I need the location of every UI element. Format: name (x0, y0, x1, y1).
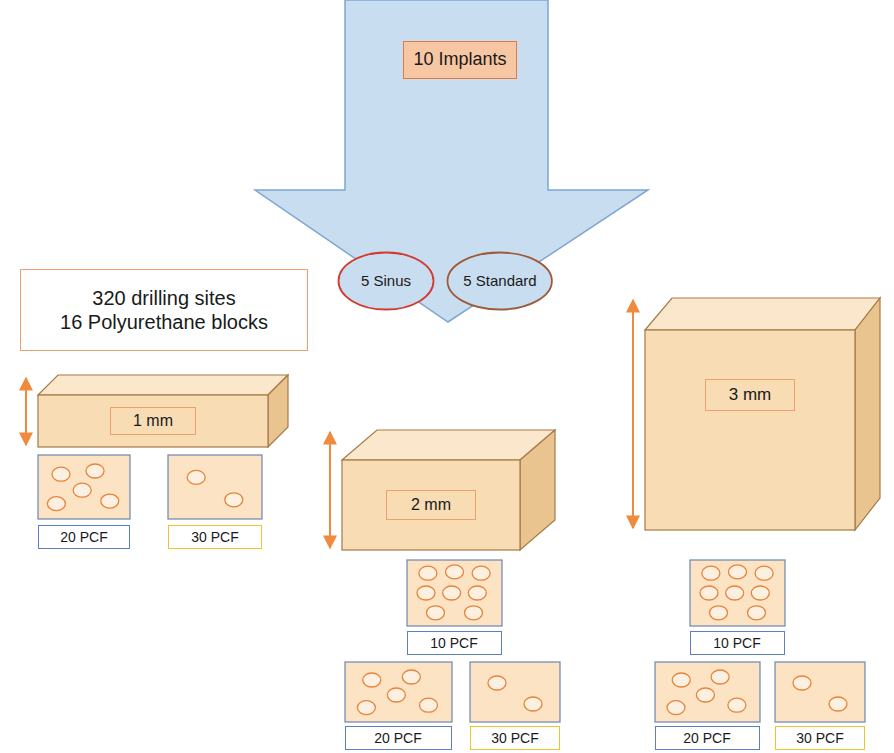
drill-hole (696, 688, 714, 702)
node-label: 2 mm (411, 495, 451, 514)
density-label: 20 PCF (655, 726, 760, 751)
density-label: 30 PCF (470, 726, 560, 751)
info-box: 320 drilling sites16 Polyurethane blocks (20, 269, 308, 351)
density-label: 10 PCF (690, 631, 785, 656)
drill-hole (417, 586, 435, 600)
drill-hole (427, 606, 445, 620)
drill-hole (187, 470, 205, 484)
block-3mm (645, 298, 880, 530)
sample-square (775, 662, 865, 722)
node-label: 20 PCF (683, 730, 730, 747)
dimension-arrow (25, 378, 27, 445)
drill-hole (751, 586, 769, 600)
drill-hole (488, 676, 506, 690)
sample-square (690, 560, 785, 626)
flow-arrow (255, 0, 648, 322)
node-label: 10 PCF (713, 635, 760, 652)
node-label: 3 mm (729, 385, 772, 405)
sample-squares (38, 455, 865, 722)
node-label: 10 PCF (430, 635, 477, 652)
node-label: 10 Implants (413, 49, 506, 71)
node-label: 1 mm (133, 411, 173, 430)
sample-square (470, 662, 560, 722)
node-label: 20 PCF (374, 730, 421, 747)
drill-hole (755, 566, 773, 580)
drill-hole (667, 701, 685, 715)
density-label: 20 PCF (345, 726, 452, 751)
drill-hole (793, 676, 811, 690)
group-ellipse: 5 Sinus (337, 251, 435, 311)
thickness-label: 2 mm (386, 490, 476, 520)
thickness-label: 3 mm (705, 379, 795, 411)
drill-hole (443, 586, 461, 600)
drill-hole (73, 483, 91, 497)
drill-hole (472, 566, 490, 580)
node-label: 30 PCF (796, 730, 843, 747)
drill-hole (711, 670, 729, 684)
group-ellipse: 5 Standard (446, 251, 553, 311)
count-box: 10 Implants (403, 41, 516, 79)
drill-hole (86, 464, 104, 478)
drill-hole (52, 467, 70, 481)
drill-hole (748, 606, 766, 620)
drill-hole (726, 586, 744, 600)
sample-square (345, 662, 452, 722)
drill-hole (829, 697, 847, 711)
node-label: 30 PCF (191, 529, 238, 546)
drill-hole (728, 698, 746, 712)
drill-hole (468, 586, 486, 600)
drill-hole (387, 688, 405, 702)
density-label: 30 PCF (775, 726, 865, 751)
drill-hole (700, 586, 718, 600)
sample-square (655, 662, 760, 722)
drill-hole (402, 670, 420, 684)
drill-hole (524, 697, 542, 711)
drill-hole (710, 606, 728, 620)
thickness-label: 1 mm (110, 407, 196, 435)
drill-hole (357, 701, 375, 715)
density-label: 20 PCF (38, 525, 130, 550)
drill-hole (446, 565, 464, 579)
density-label: 10 PCF (407, 631, 502, 656)
drill-hole (47, 497, 65, 511)
block-2mm (342, 430, 555, 550)
node-label: 20 PCF (60, 529, 107, 546)
node-label: 30 PCF (491, 730, 538, 747)
drill-hole (225, 493, 243, 507)
drill-hole (419, 566, 437, 580)
node-label: 5 Standard (463, 272, 536, 290)
drill-hole (363, 673, 381, 687)
node-label: 16 Polyurethane blocks (60, 310, 268, 334)
drill-hole (465, 606, 483, 620)
node-label: 320 drilling sites (92, 286, 235, 310)
drill-hole (702, 566, 720, 580)
density-label: 30 PCF (168, 525, 262, 550)
sample-square (407, 560, 502, 626)
node-label: 5 Sinus (361, 272, 411, 290)
sample-square (38, 455, 130, 519)
drill-hole (419, 698, 437, 712)
drill-hole (672, 673, 690, 687)
drill-hole (729, 565, 747, 579)
sample-square (168, 455, 262, 519)
dimension-arrow (632, 300, 634, 528)
dimension-arrow (329, 432, 331, 548)
block-1mm (38, 375, 288, 447)
drill-hole (101, 494, 119, 508)
